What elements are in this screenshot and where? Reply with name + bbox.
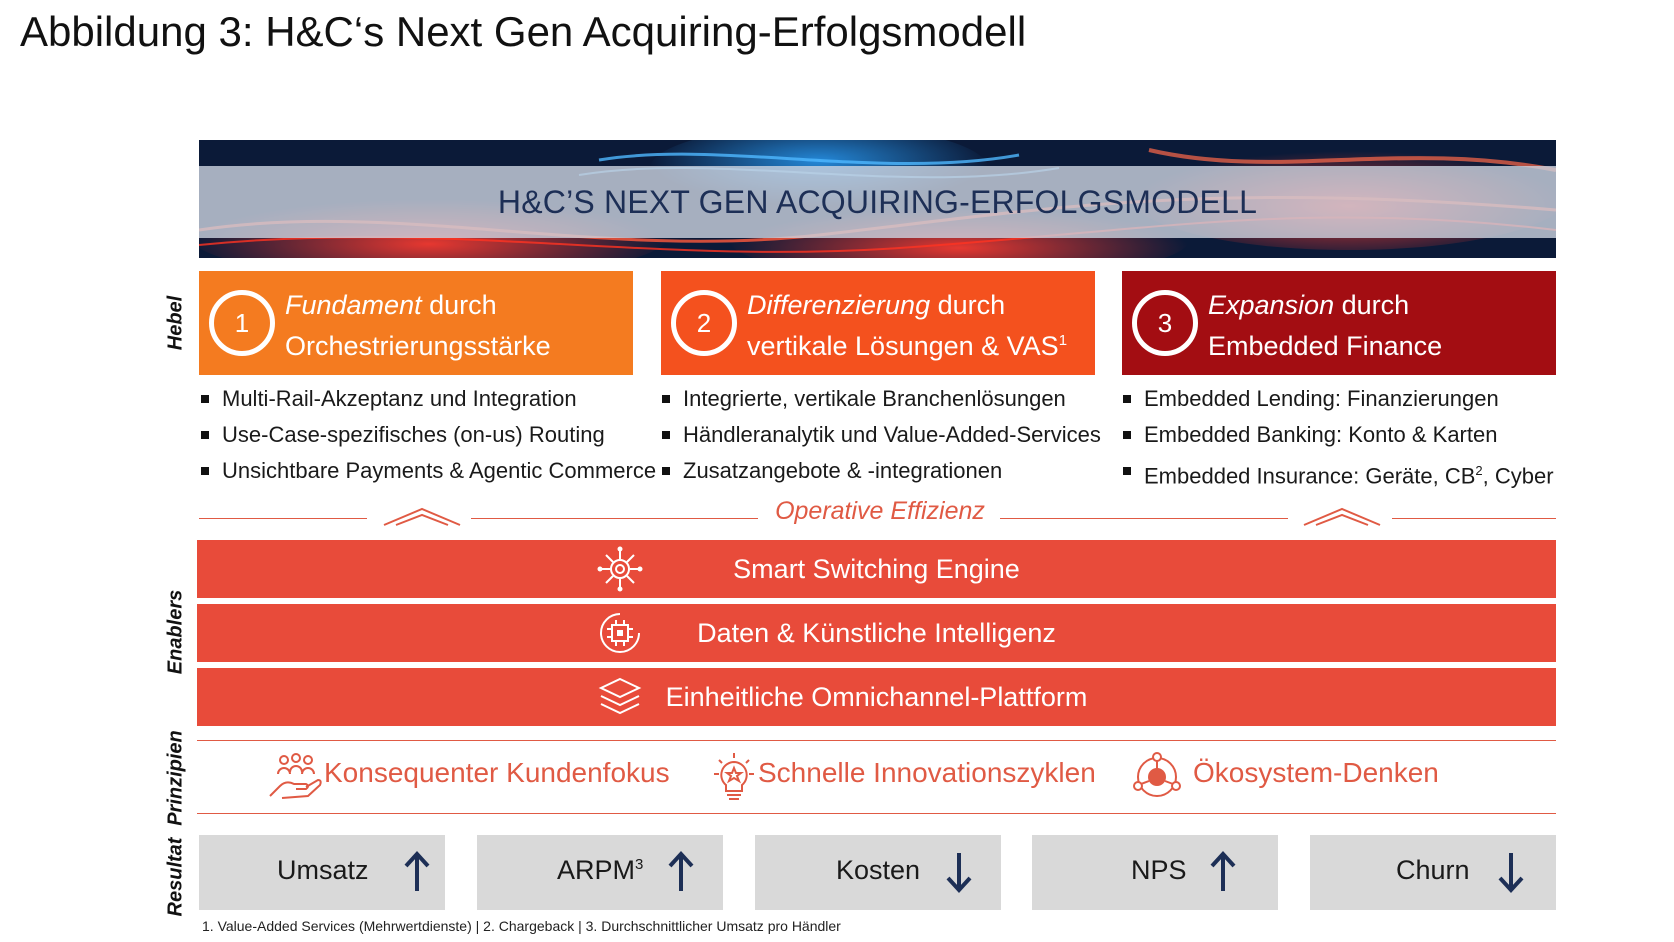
banner-title: H&C’S NEXT GEN ACQUIRING-ERFOLGSMODELL [497,184,1258,220]
gear-network-icon [597,546,643,592]
footnote: 1. Value-Added Services (Mehrwertdienste… [202,918,841,934]
list-item: Händleranalytik und Value-Added-Services [662,420,1101,456]
list-item: Unsichtbare Payments & Agentic Commerce [201,456,656,492]
lever-number-badge: 1 [209,290,275,356]
lever-title: Differenzierung durch vertikale Lösungen… [747,290,1068,361]
lever-bullets-differenzierung: Integrierte, vertikale Branchenlösungen … [662,384,1101,492]
result-box-arpm: ARPM3 [477,835,723,910]
divider-line [199,518,367,519]
principle-oekosystem: Ökosystem-Denken [1193,757,1439,788]
list-item: Zusatzangebote & -integrationen [662,456,1101,492]
enabler-label: Einheitliche Omnichannel-Plattform [665,682,1088,712]
lightbulb-star-icon [714,753,754,800]
list-item: Embedded Banking: Konto & Karten [1123,420,1554,456]
list-item: Embedded Lending: Finanzierungen [1123,384,1554,420]
lever-bullets-fundament: Multi-Rail-Akzeptanz und Integration Use… [201,384,656,492]
ecosystem-network-icon [1133,752,1181,797]
result-box-churn: Churn [1310,835,1556,910]
result-label: ARPM3 [557,855,644,885]
divider-line [197,740,1556,741]
result-label: NPS [1131,855,1187,885]
ai-chip-icon [600,613,640,653]
result-box-nps: NPS [1032,835,1278,910]
side-label-hebel: Hebel [164,295,187,351]
lever-number-badge: 2 [671,290,737,356]
lever-title: Expansion durch Embedded Finance [1208,290,1443,361]
result-label: Churn [1396,855,1470,885]
lever-title: Fundament durch Orchestrierungsstärke [285,290,551,361]
divider-line [471,518,758,519]
principle-kundenfokus: Konsequenter Kundenfokus [324,757,670,788]
lever-box-differenzierung: 2 Differenzierung durch vertikale Lösung… [661,271,1095,375]
list-item: Integrierte, vertikale Branchenlösungen [662,384,1101,420]
divider-line [1000,518,1288,519]
banner-band [199,166,1556,238]
layers-icon [598,677,642,715]
divider-line [197,813,1556,814]
result-box-umsatz: Umsatz [199,835,445,910]
arrow-up-icon [404,851,430,891]
chevron-up-icon [1303,507,1381,526]
side-label-resultat: Resultat [164,837,187,917]
operative-effizienz-label: Operative Effizienz [775,497,985,525]
list-item: Multi-Rail-Akzeptanz und Integration [201,384,656,420]
enabler-bar-omnichannel: Einheitliche Omnichannel-Plattform [197,668,1556,726]
enabler-bar-smart-switching: Smart Switching Engine [197,540,1556,598]
divider-line [1392,518,1556,519]
lever-number-badge: 3 [1132,290,1198,356]
chevron-up-icon [383,507,461,526]
side-label-enablers: Enablers [164,589,187,675]
hand-people-icon [269,753,322,799]
arrow-up-icon [668,851,694,891]
enabler-label: Smart Switching Engine [733,554,1020,584]
result-label: Kosten [836,855,921,885]
arrow-down-icon [1498,853,1524,893]
title-banner: H&C’S NEXT GEN ACQUIRING-ERFOLGSMODELL [199,140,1556,258]
result-label: Umsatz [277,855,369,885]
enabler-label: Daten & Künstliche Intelligenz [697,618,1056,648]
list-item: Use-Case-spezifisches (on-us) Routing [201,420,656,456]
arrow-up-icon [1210,851,1236,891]
side-label-prinzipien: Prinzipien [164,730,187,826]
result-box-kosten: Kosten [755,835,1001,910]
lever-box-fundament: 1 Fundament durch Orchestrierungsstärke [199,271,633,375]
enabler-bar-daten-ki: Daten & Künstliche Intelligenz [197,604,1556,662]
principle-innovationszyklen: Schnelle Innovationszyklen [758,757,1096,788]
lever-bullets-expansion: Embedded Lending: Finanzierungen Embedde… [1123,384,1554,492]
page-title: Abbildung 3: H&C‘s Next Gen Acquiring-Er… [20,8,1027,55]
lever-box-expansion: 3 Expansion durch Embedded Finance [1122,271,1556,375]
arrow-down-icon [946,853,972,893]
list-item: Embedded Insurance: Geräte, CB2, Cyber [1123,456,1554,492]
